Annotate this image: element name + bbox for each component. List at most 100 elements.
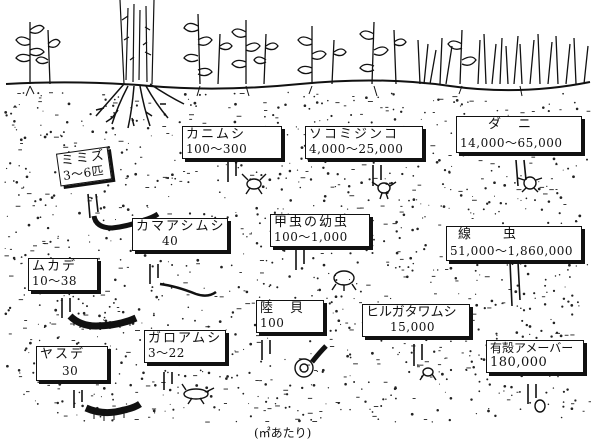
soil-speck bbox=[283, 208, 284, 209]
soil-speck bbox=[479, 274, 480, 275]
soil-speck bbox=[15, 181, 18, 184]
soil-speck bbox=[10, 249, 12, 250]
soil-speck bbox=[541, 209, 543, 211]
soil-speck bbox=[20, 138, 23, 141]
soil-speck bbox=[256, 171, 258, 173]
soil-speck bbox=[438, 364, 441, 365]
soil-speck bbox=[526, 198, 528, 200]
soil-speck bbox=[586, 159, 588, 161]
soil-speck bbox=[187, 173, 190, 174]
soil-speck bbox=[440, 205, 442, 207]
soil-speck bbox=[26, 391, 30, 392]
soil-speck bbox=[177, 392, 179, 394]
organism-count: 100 bbox=[260, 317, 320, 331]
soil-speck bbox=[50, 131, 52, 133]
soil-speck bbox=[546, 186, 547, 187]
soil-speck bbox=[215, 296, 218, 297]
soil-speck bbox=[135, 330, 140, 331]
soil-speck bbox=[171, 184, 172, 185]
sign-tobimushi: ソコミジンコ 4,000〜25,000 bbox=[305, 126, 423, 159]
soil-speck bbox=[357, 261, 359, 263]
soil-speck bbox=[522, 336, 524, 338]
soil-speck bbox=[146, 205, 148, 207]
soil-speck bbox=[465, 341, 467, 342]
soil-speck bbox=[96, 384, 99, 385]
soil-speck bbox=[62, 92, 64, 94]
soil-speck bbox=[146, 386, 150, 387]
soil-speck bbox=[544, 285, 546, 287]
soil-speck bbox=[98, 249, 100, 251]
soil-speck bbox=[323, 200, 326, 203]
soil-speck bbox=[392, 93, 394, 95]
sign-rikugai: 陸 貝 100 bbox=[256, 300, 324, 333]
soil-speck bbox=[330, 339, 333, 340]
soil-speck bbox=[217, 179, 219, 181]
soil-speck bbox=[238, 167, 240, 169]
soil-speck bbox=[252, 303, 255, 304]
soil-speck bbox=[284, 104, 287, 107]
soil-speck bbox=[5, 255, 9, 256]
soil-speck bbox=[582, 122, 585, 125]
soil-speck bbox=[219, 376, 221, 378]
soil-speck bbox=[116, 348, 118, 350]
soil-speck bbox=[73, 324, 75, 326]
organism-name: ヒルガタワムシ bbox=[366, 306, 466, 321]
soil-speck bbox=[562, 93, 564, 95]
soil-speck bbox=[468, 208, 470, 210]
copepod-drawing bbox=[372, 182, 396, 199]
soil-speck bbox=[514, 290, 517, 293]
organism-name: 陸 貝 bbox=[260, 302, 320, 317]
soil-speck bbox=[76, 414, 77, 415]
soil-speck bbox=[340, 409, 341, 410]
soil-speck bbox=[535, 337, 537, 339]
organism-count: 10〜38 bbox=[32, 275, 94, 289]
land-snail-drawing bbox=[295, 346, 326, 377]
soil-speck bbox=[289, 170, 292, 173]
soil-speck bbox=[403, 214, 406, 217]
soil-speck bbox=[156, 180, 158, 182]
soil-speck bbox=[452, 96, 457, 97]
soil-speck bbox=[161, 295, 163, 297]
soil-speck bbox=[384, 382, 388, 383]
soil-speck bbox=[400, 206, 402, 207]
soil-speck bbox=[250, 415, 252, 417]
soil-speck bbox=[553, 158, 556, 161]
sign-posts bbox=[62, 160, 536, 408]
soil-speck bbox=[24, 294, 25, 295]
soil-speck bbox=[123, 332, 125, 334]
soil-speck bbox=[523, 293, 526, 296]
soil-speck bbox=[479, 160, 483, 161]
soil-speck bbox=[71, 193, 72, 194]
soil-speck bbox=[389, 172, 391, 174]
soil-speck bbox=[100, 207, 102, 209]
soil-speck bbox=[154, 186, 156, 188]
soil-speck bbox=[466, 368, 471, 369]
soil-speck bbox=[394, 388, 396, 390]
soil-speck bbox=[193, 375, 197, 376]
organism-count: 40 bbox=[136, 235, 224, 249]
soil-speck bbox=[325, 403, 326, 404]
soil-speck bbox=[456, 99, 459, 102]
soil-speck bbox=[264, 410, 266, 411]
soil-speck bbox=[562, 406, 564, 408]
soil-speck bbox=[172, 417, 173, 418]
soil-speck bbox=[153, 313, 154, 314]
soil-speck bbox=[559, 212, 561, 214]
soil-speck bbox=[55, 247, 60, 248]
soil-speck bbox=[439, 384, 440, 385]
soil-speck bbox=[340, 324, 341, 325]
soil-speck bbox=[470, 212, 471, 213]
soil-speck bbox=[269, 286, 271, 288]
soil-speck bbox=[54, 309, 57, 312]
soil-speck bbox=[256, 335, 260, 336]
soil-speck bbox=[551, 178, 553, 179]
soil-speck bbox=[91, 130, 94, 133]
soil-speck bbox=[323, 264, 326, 267]
soil-speck bbox=[432, 421, 433, 422]
soil-speck bbox=[475, 304, 478, 307]
soil-speck bbox=[377, 364, 380, 365]
soil-speck bbox=[7, 216, 8, 217]
soil-speck bbox=[553, 387, 554, 388]
soil-speck bbox=[460, 105, 461, 106]
soil-speck bbox=[432, 152, 434, 154]
